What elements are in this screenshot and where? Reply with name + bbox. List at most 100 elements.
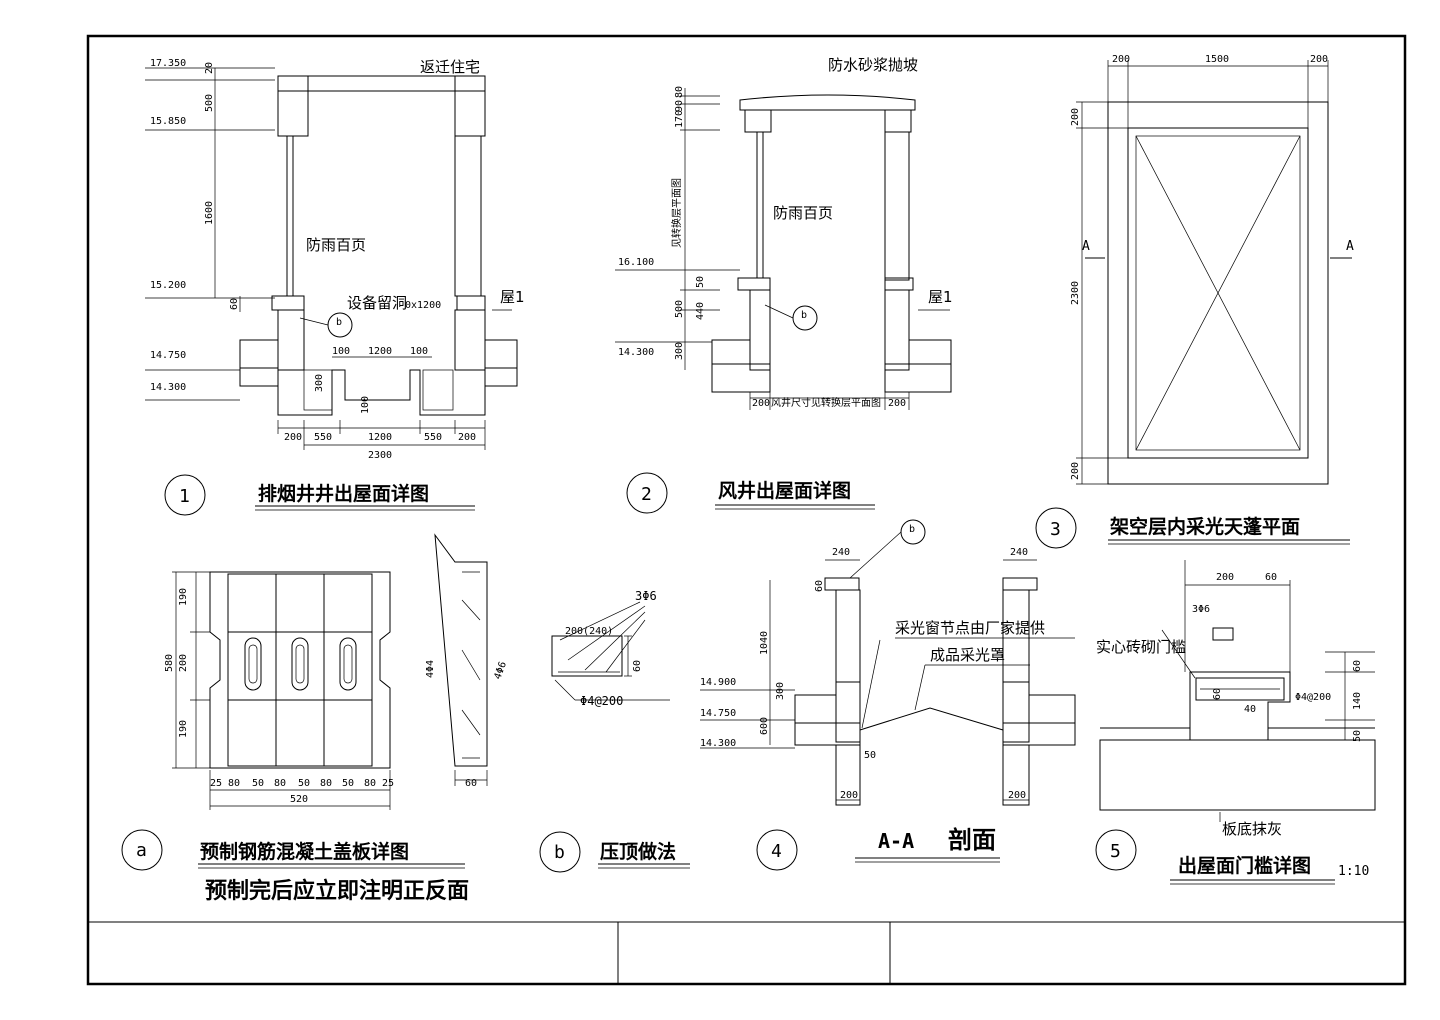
detail-3-tdim-3: 200 (1310, 54, 1328, 65)
detail-a-thickness: 60 (465, 778, 477, 789)
detail-1-tdim-2: 1200 (368, 346, 392, 357)
detail-b-letter: b (554, 842, 565, 863)
detail-1-roof-label: 屋1 (500, 288, 525, 306)
detail-5-dim-4: 140 (1352, 692, 1363, 710)
detail-2-callout: b (801, 310, 807, 321)
detail-1-elev-2: 15.850 (150, 116, 186, 127)
detail-5-title: 出屋面门槛详图 (1178, 854, 1311, 877)
title-block (88, 921, 1405, 984)
detail-3-section-left: A (1082, 239, 1090, 254)
detail-5-stirrup-label: Φ4@200 (1295, 692, 1331, 703)
detail-1-bdim-3: 1200 (368, 432, 392, 443)
detail-b-title: 压顶做法 (600, 840, 676, 863)
detail-a-title: 预制钢筋混凝土盖板详图 (200, 840, 409, 863)
detail-a-hdim-1: 190 (178, 588, 189, 606)
detail-5-dim-7: 40 (1244, 704, 1256, 715)
detail-5-number: 5 (1110, 841, 1121, 862)
detail-a-wdim-4: 80 (274, 778, 286, 789)
detail-5-dim-6: 60 (1212, 688, 1223, 700)
detail-5-floor-label: 板底抹灰 (1222, 820, 1282, 838)
detail-1-elev-5: 14.300 (150, 382, 186, 393)
detail-a-rebar-1: 4Φ4 (425, 660, 436, 678)
detail-2-number: 2 (641, 484, 652, 505)
detail-1-title: 排烟井井出屋面详图 (258, 482, 429, 505)
sheet-border (86, 34, 1407, 986)
detail-2-vdim-7: 300 (674, 342, 685, 360)
detail-1-elev-4: 14.750 (150, 350, 186, 361)
detail-2-title: 风井出屋面详图 (718, 479, 851, 502)
detail-1-vdim-4: 60 (229, 298, 240, 310)
detail-2-side-note: 见转换层平面图 (670, 178, 683, 248)
detail-5-dim-5: 50 (1352, 730, 1363, 742)
detail-1-louver-label: 防雨百页 (306, 236, 366, 254)
detail-a-subtitle: 预制完后应立即注明正反面 (205, 878, 469, 904)
detail-1-top-label: 返迁住宅 (420, 58, 480, 76)
detail-2-vdim-3: 170 (674, 110, 685, 128)
detail-4-elev-2: 14.750 (700, 708, 736, 719)
detail-5-scale: 1:10 (1338, 864, 1369, 879)
detail-2-bdim-1: 200 (752, 398, 770, 409)
detail-1-opening-label: 设备留洞 (347, 294, 407, 312)
detail-5-dim-2: 60 (1265, 572, 1277, 583)
detail-1-vdim-2: 500 (204, 94, 215, 112)
detail-a-wdim-1: 25 (210, 778, 222, 789)
detail-4-note-1: 采光窗节点由厂家提供 (895, 619, 1045, 637)
detail-3-sdim-2: 2300 (1070, 281, 1081, 305)
detail-4-tdim-1: 240 (832, 547, 850, 558)
detail-2-vdim-1: 80 (674, 86, 685, 98)
detail-2-vdim-4: 50 (695, 276, 706, 288)
detail-1-smoke-shaft: b 返迁住宅 防雨百页 设备留洞 0x1200 屋1 17.350 15.850… (145, 58, 525, 516)
detail-1-total-dim: 2300 (368, 450, 392, 461)
detail-4-tdim-2: 240 (1010, 547, 1028, 558)
detail-b-height-label: 60 (632, 660, 643, 672)
detail-4-elev-3: 14.300 (700, 738, 736, 749)
detail-4-vdim-3: 300 (775, 682, 786, 700)
detail-2-vdim-6: 440 (695, 302, 706, 320)
detail-1-vdim-3: 1600 (204, 201, 215, 225)
detail-4-callout: b (909, 524, 915, 535)
detail-5-dim-1: 200 (1216, 572, 1234, 583)
detail-1-elev-3: 15.200 (150, 280, 186, 291)
detail-4-title-b: 剖面 (948, 826, 996, 854)
detail-1-vdim-5: 300 (314, 374, 325, 392)
detail-4-bdim-1: 200 (840, 790, 858, 801)
detail-a-hdim-3: 190 (178, 720, 189, 738)
detail-4-elev-1: 14.900 (700, 677, 736, 688)
detail-5-threshold: 200 60 60 140 50 60 40 3Φ6 实心砖砌门槛 Φ4@200… (1095, 560, 1376, 885)
detail-3-skylight-plan: 200 1500 200 200 2300 200 A A 3 架空层内采光天蓬… (1035, 54, 1354, 549)
detail-b-coping: 3Φ6 200(240) 60 Φ4@200 b 压顶做法 (539, 589, 690, 873)
detail-2-roof-label: 屋1 (928, 288, 953, 306)
detail-1-bdim-5: 200 (458, 432, 476, 443)
detail-a-cover-slab: 190 200 190 580 25 80 50 80 50 80 50 80 … (121, 533, 509, 904)
detail-4-section: b 采光窗节点由厂家提供 成品采光罩 240 240 60 1040 300 6… (700, 519, 1076, 871)
detail-3-sdim-1: 200 (1070, 108, 1081, 126)
detail-4-number: 4 (771, 841, 782, 862)
detail-2-elev-1: 16.100 (618, 257, 654, 268)
detail-3-tdim-1: 200 (1112, 54, 1130, 65)
detail-1-tdim-3: 100 (410, 346, 428, 357)
detail-4-bdim-3: 200 (1008, 790, 1026, 801)
detail-4-vdim-2: 1040 (759, 631, 770, 655)
detail-2-louver-label: 防雨百页 (773, 204, 833, 222)
detail-2-elev-2: 14.300 (618, 347, 654, 358)
detail-a-wdim-7: 50 (342, 778, 354, 789)
detail-a-wdim-5: 50 (298, 778, 310, 789)
detail-a-wdim-9: 25 (382, 778, 394, 789)
detail-1-vdim-1: 20 (204, 62, 215, 74)
detail-4-vdim-1: 60 (814, 580, 825, 592)
detail-a-wdim-3: 50 (252, 778, 264, 789)
detail-a-wdim-2: 80 (228, 778, 240, 789)
detail-3-sdim-3: 200 (1070, 462, 1081, 480)
detail-a-rebar-2: 4Φ6 (492, 660, 509, 681)
detail-a-total-height: 580 (164, 654, 175, 672)
detail-4-vdim-4: 600 (759, 717, 770, 735)
detail-3-tdim-2: 1500 (1205, 54, 1229, 65)
detail-2-bdim-2: 200 (888, 398, 906, 409)
detail-1-bdim-4: 550 (424, 432, 442, 443)
detail-3-title: 架空层内采光天蓬平面 (1109, 515, 1300, 538)
detail-4-note-2: 成品采光罩 (930, 646, 1005, 664)
detail-5-dim-3: 60 (1352, 660, 1363, 672)
detail-2-bottom-note: 风井尺寸见转换层平面图 (771, 396, 881, 409)
detail-a-wdim-8: 80 (364, 778, 376, 789)
